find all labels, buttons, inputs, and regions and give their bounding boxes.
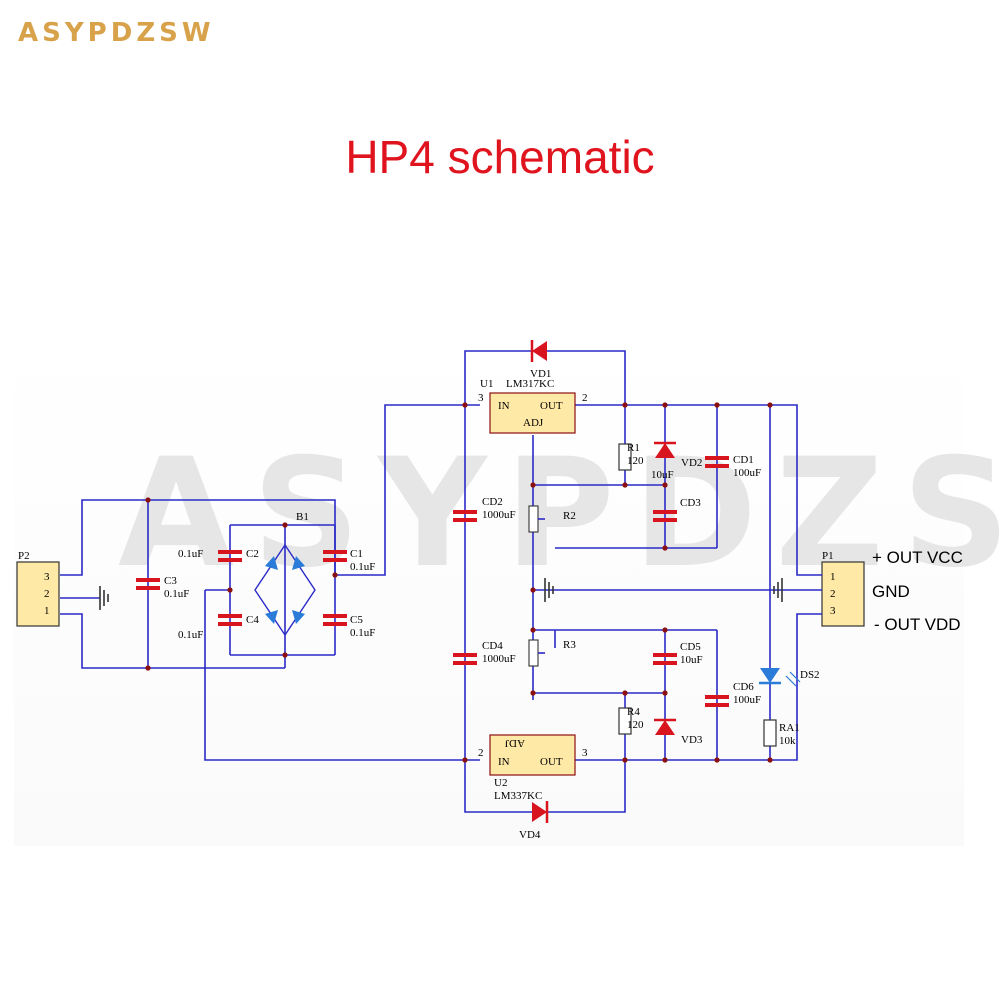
schematic-panel — [14, 338, 964, 846]
svg-text:LM317KC: LM317KC — [506, 378, 554, 390]
capacitor-c1: C10.1uF — [323, 548, 375, 573]
svg-text:LM337KC: LM337KC — [494, 790, 542, 802]
svg-text:VD4: VD4 — [519, 829, 541, 841]
svg-text:CD1: CD1 — [733, 454, 754, 466]
svg-text:CD5: CD5 — [680, 641, 701, 653]
svg-text:C3: C3 — [164, 575, 177, 587]
wires — [60, 350, 805, 813]
svg-text:3: 3 — [44, 571, 50, 583]
svg-text:OUT: OUT — [540, 756, 563, 768]
svg-text:10k: 10k — [779, 735, 796, 747]
svg-text:2: 2 — [582, 392, 588, 404]
svg-text:0.1uF: 0.1uF — [350, 627, 375, 639]
svg-text:P1: P1 — [822, 550, 834, 562]
svg-text:R3: R3 — [563, 639, 576, 651]
diode-vd1: VD1 — [530, 340, 551, 380]
svg-text:10uF: 10uF — [680, 654, 703, 666]
page-title: HP4 schematic — [345, 131, 655, 183]
svg-text:3: 3 — [478, 392, 484, 404]
svg-text:100uF: 100uF — [733, 467, 761, 479]
svg-text:0.1uF: 0.1uF — [350, 561, 375, 573]
svg-text:0.1uF: 0.1uF — [178, 629, 203, 641]
svg-text:RA1: RA1 — [779, 722, 800, 734]
svg-text:2: 2 — [44, 588, 50, 600]
svg-text:CD3: CD3 — [680, 497, 701, 509]
svg-text:1000uF: 1000uF — [482, 653, 516, 665]
potentiometer-r3: R3 — [528, 639, 576, 667]
svg-text:VD1: VD1 — [530, 368, 551, 380]
watermark: ASYPDZSW — [118, 427, 1000, 601]
potentiometer-r2: R2 — [528, 505, 576, 533]
connector-p2: P2 3 2 1 — [16, 550, 60, 627]
bridge-rectifier-b1: B1 — [254, 511, 316, 637]
led-ds2: DS2 — [759, 668, 820, 687]
diode-vd2: VD2 — [654, 441, 702, 469]
svg-text:10uF: 10uF — [651, 469, 674, 481]
svg-text:100uF: 100uF — [733, 694, 761, 706]
svg-text:2: 2 — [830, 588, 836, 600]
svg-text:C1: C1 — [350, 548, 363, 560]
gnd-label: GND — [872, 582, 910, 601]
svg-text:CD4: CD4 — [482, 640, 503, 652]
svg-text:VD2: VD2 — [681, 457, 702, 469]
svg-text:1000uF: 1000uF — [482, 509, 516, 521]
resistor-r1: R1 120 — [618, 442, 644, 471]
regulator-u1: U1 LM317KC IN OUT ADJ 3 2 — [478, 378, 588, 434]
junction-dots — [145, 402, 773, 763]
capacitor-c3: C30.1uF — [136, 575, 189, 600]
resistor-ra1: RA1 10k — [763, 719, 800, 747]
svg-text:C2: C2 — [246, 548, 259, 560]
capacitor-cd3: CD3 10uF — [651, 469, 701, 522]
svg-text:ADJ: ADJ — [523, 417, 544, 429]
svg-text:CD2: CD2 — [482, 496, 503, 508]
svg-text:1: 1 — [830, 571, 836, 583]
resistor-r4: R4 120 — [618, 706, 644, 735]
svg-text:P2: P2 — [18, 550, 30, 562]
brand-logo: ASYPDZSW — [18, 18, 215, 48]
svg-text:OUT: OUT — [540, 400, 563, 412]
svg-text:CD6: CD6 — [733, 681, 754, 693]
capacitor-c4: C4 0.1uF — [178, 614, 259, 641]
svg-text:VD3: VD3 — [681, 734, 703, 746]
diode-vd3: VD3 — [654, 718, 703, 746]
svg-text:C5: C5 — [350, 614, 363, 626]
svg-text:DS2: DS2 — [800, 669, 820, 681]
svg-text:ADJ: ADJ — [504, 737, 525, 749]
svg-text:IN: IN — [498, 756, 510, 768]
out-vcc-label: + OUT VCC — [872, 548, 963, 567]
svg-text:0.1uF: 0.1uF — [164, 588, 189, 600]
capacitor-c2: C2 0.1uF — [178, 548, 259, 562]
svg-text:0.1uF: 0.1uF — [178, 548, 203, 560]
svg-text:U2: U2 — [494, 777, 507, 789]
diode-vd4: VD4 — [519, 801, 549, 841]
svg-text:B1: B1 — [296, 511, 309, 523]
svg-text:IN: IN — [498, 400, 510, 412]
svg-text:R4: R4 — [627, 706, 640, 718]
capacitor-c5: C50.1uF — [323, 614, 375, 639]
svg-text:3: 3 — [582, 747, 588, 759]
ground-icon — [99, 578, 783, 610]
svg-text:U1: U1 — [480, 378, 493, 390]
svg-text:1: 1 — [44, 605, 50, 617]
svg-text:C4: C4 — [246, 614, 259, 626]
out-vdd-label: - OUT VDD — [874, 615, 961, 634]
svg-text:R2: R2 — [563, 510, 576, 522]
svg-text:2: 2 — [478, 747, 484, 759]
svg-text:120: 120 — [627, 455, 644, 467]
regulator-u2: U2 LM337KC IN OUT ADJ 2 3 — [478, 734, 588, 802]
svg-text:3: 3 — [830, 605, 836, 617]
connector-p1: P1 1 2 3 — [805, 550, 865, 627]
svg-text:R1: R1 — [627, 442, 640, 454]
svg-text:120: 120 — [627, 719, 644, 731]
